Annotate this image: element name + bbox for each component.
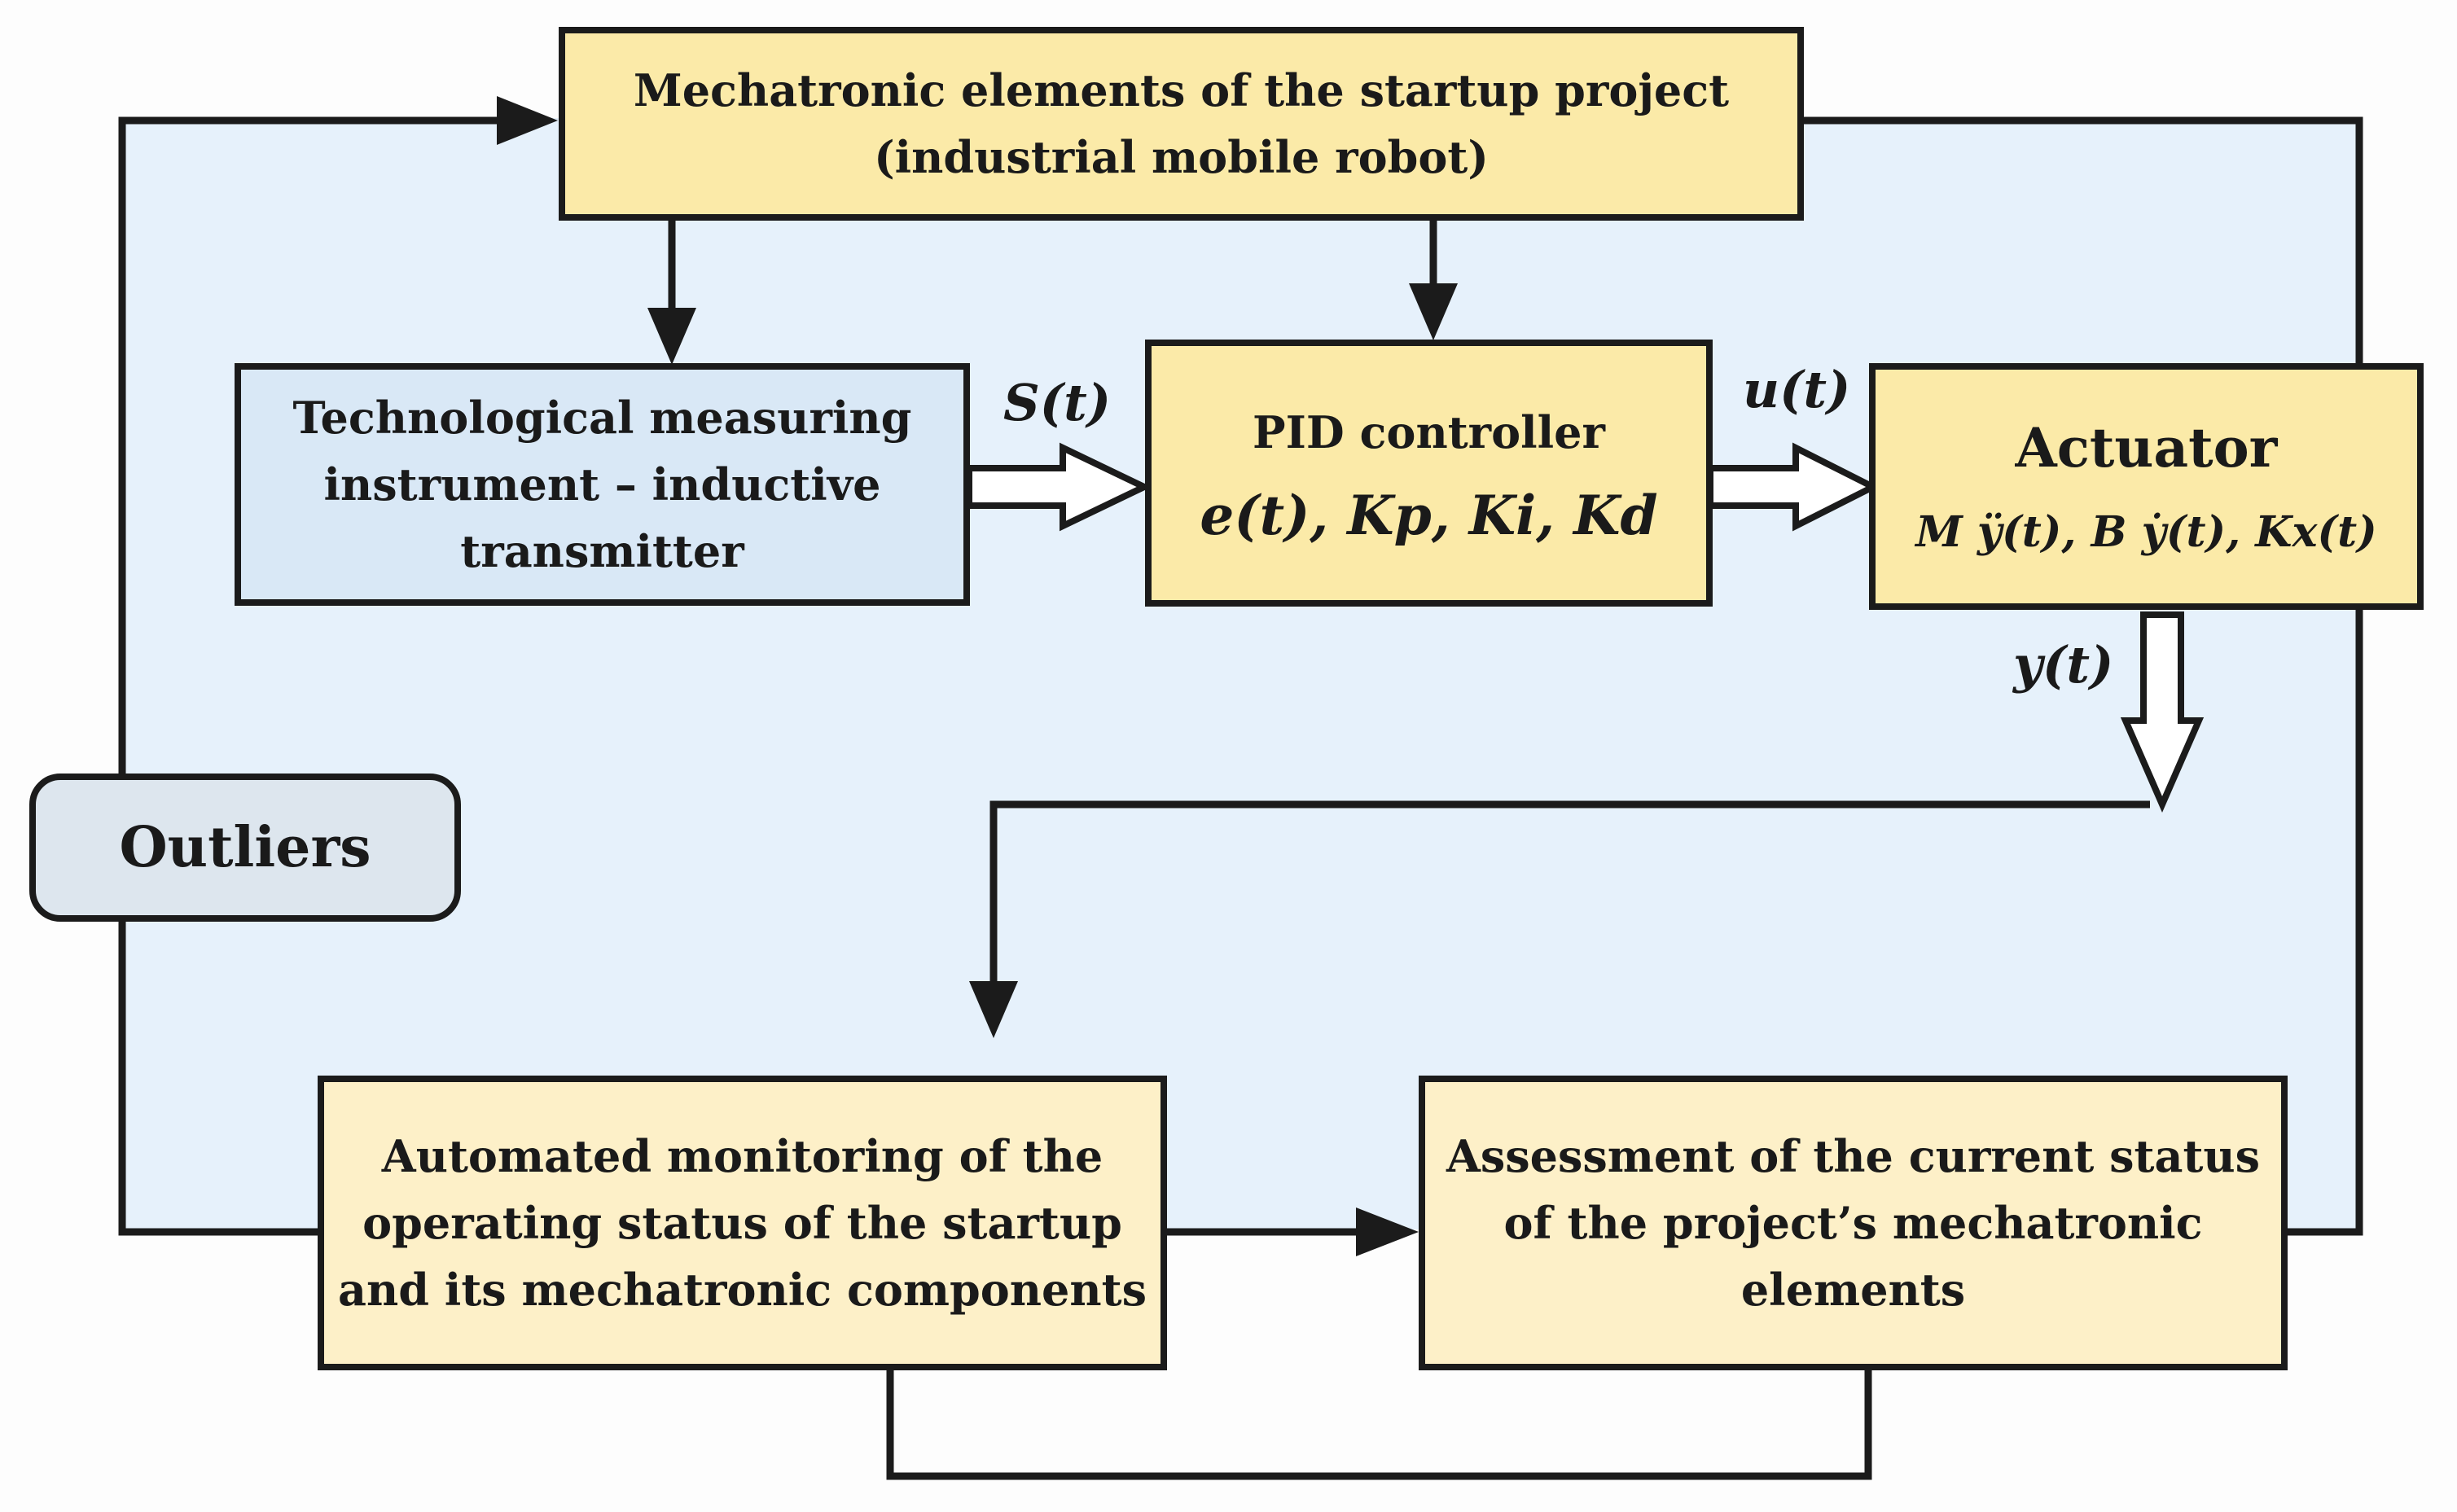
arrowhead-to-assessment [1356,1207,1419,1256]
mechatronic-elements-box: Mechatronic elements of the startup proj… [559,27,1804,221]
actuator-formula: M ÿ(t), B ẏ(t), Kx(t) [1915,507,2377,557]
arrowhead-top-input [497,96,558,145]
outliers-label: Outliers [119,815,371,880]
background-panel [122,118,2358,1229]
arrowhead-to-monitoring [969,981,1018,1038]
assessment-box: Assessment of the current status of the … [1419,1076,2288,1370]
pid-controller-formula: e(t), Kp, Ki, Kd [1200,484,1658,547]
signal-arrow-u [1707,442,1880,532]
automated-monitoring-box: Automated monitoring of the operating st… [318,1076,1167,1370]
assessment-line1: Assessment of the current status [1446,1130,2261,1182]
arrowhead-to-pid [1409,283,1458,340]
actuator-box: Actuator M ÿ(t), B ẏ(t), Kx(t) [1869,363,2424,610]
automated-monitoring-line1: Automated monitoring of the [381,1130,1103,1182]
signal-label-s: S(t) [1003,373,1112,432]
bottom-connector [886,1367,1872,1480]
mechatronic-elements-line2: (industrial mobile robot) [874,131,1489,183]
measuring-instrument-box: Technological measuring instrument – ind… [235,363,970,606]
signal-label-y: y(t) [2013,635,2114,695]
mechatronic-elements-line1: Mechatronic elements of the startup proj… [633,64,1730,116]
automated-monitoring-line2: operating status of the startup [362,1197,1122,1249]
assessment-line3: elements [1740,1264,1966,1316]
pid-controller-title: PID controller [1253,406,1605,458]
measuring-instrument-line1: Technological measuring [292,392,912,444]
signal-label-u: u(t) [1743,360,1851,419]
assessment-line2: of the project’s mechatronic [1503,1197,2203,1249]
outliers-box: Outliers [29,774,461,922]
loop-line-right [1802,116,2363,1236]
pid-controller-box: PID controller e(t), Kp, Ki, Kd [1145,340,1713,607]
measuring-instrument-line2: instrument – inductive [323,458,881,511]
automated-monitoring-line3: and its mechatronic components [338,1264,1147,1316]
signal-arrow-y [2120,611,2205,813]
arrowhead-to-measuring [647,308,696,365]
measuring-instrument-line3: transmitter [460,525,744,577]
actuator-title: Actuator [2015,416,2278,480]
y-feed-line [989,800,2150,985]
loop-line-left [118,116,501,1236]
signal-arrow-s [966,442,1152,532]
